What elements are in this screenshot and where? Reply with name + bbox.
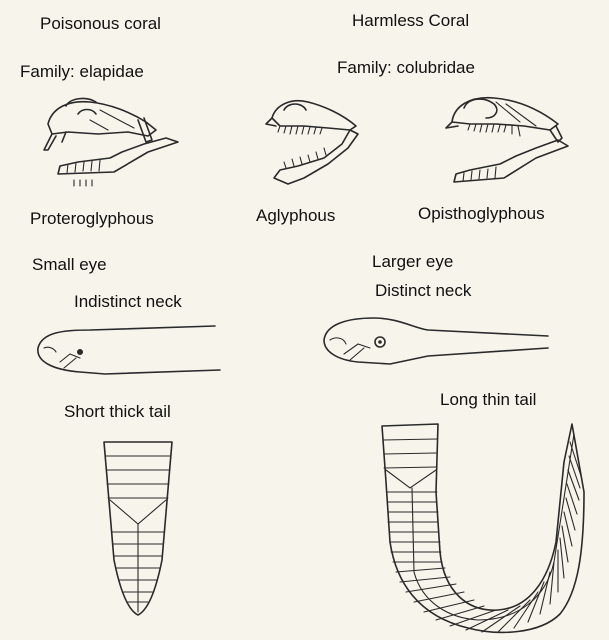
short-thick-tail-label: Short thick tail (64, 403, 171, 420)
opisthoglyphous-skull-icon (440, 92, 580, 197)
small-eye-label: Small eye (32, 256, 107, 273)
short-thick-tail-icon (100, 440, 180, 620)
proteroglyphous-skull-icon (38, 92, 188, 197)
colubridae-family-label: Family: colubridae (337, 59, 475, 76)
distinct-neck-head-icon (318, 312, 558, 372)
aglyphous-skull-icon (258, 96, 368, 196)
indistinct-neck-head-icon (30, 318, 230, 378)
poisonous-coral-title: Poisonous coral (40, 15, 161, 32)
opisthoglyphous-label: Opisthoglyphous (418, 205, 545, 222)
proteroglyphous-label: Proteroglyphous (30, 210, 154, 227)
long-thin-tail-label: Long thin tail (440, 391, 536, 408)
long-thin-tail-icon (378, 422, 608, 637)
harmless-coral-title: Harmless Coral (352, 12, 469, 29)
elapidae-family-label: Family: elapidae (20, 63, 144, 80)
indistinct-neck-label: Indistinct neck (74, 293, 182, 310)
aglyphous-label: Aglyphous (256, 207, 335, 224)
distinct-neck-label: Distinct neck (375, 282, 471, 299)
larger-eye-label: Larger eye (372, 253, 453, 270)
